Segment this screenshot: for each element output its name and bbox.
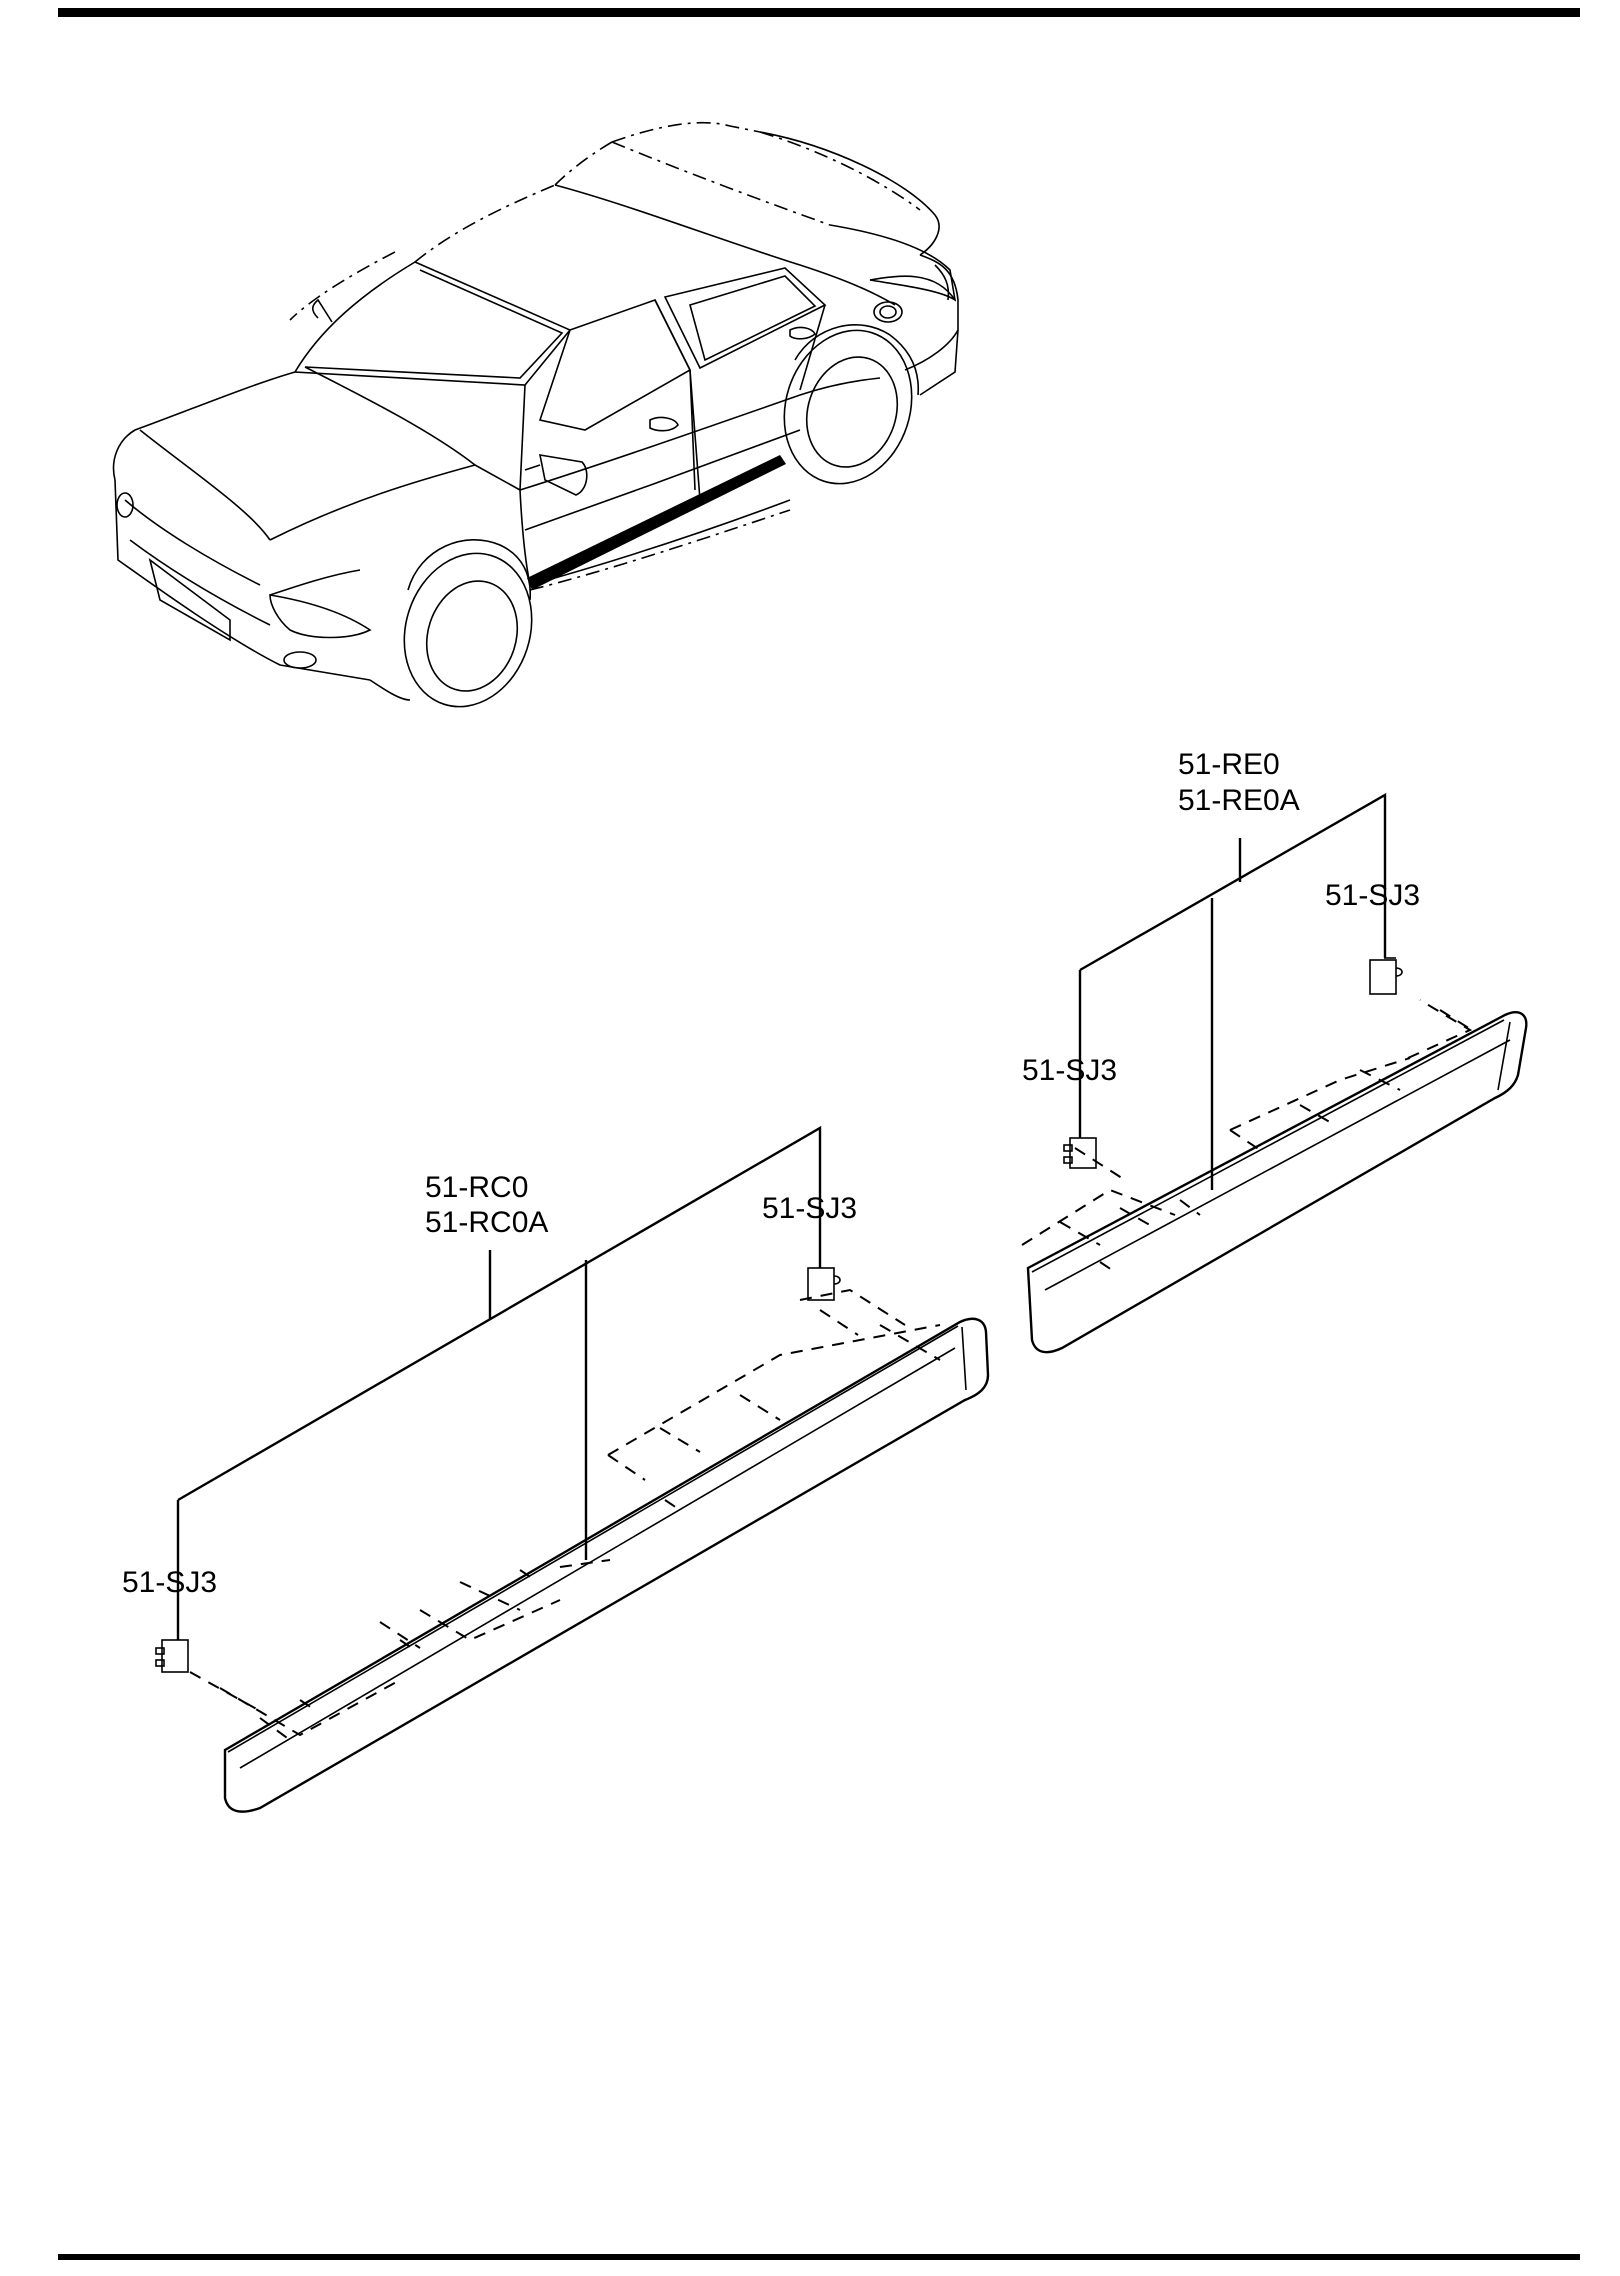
rear-clip-left-icon bbox=[1063, 1137, 1097, 1169]
rear-molding-label: 51-RE0 bbox=[1178, 748, 1280, 781]
rear-door-molding-group bbox=[1021, 792, 1528, 1354]
front-door-molding bbox=[223, 1317, 990, 1813]
car-illustration bbox=[112, 121, 959, 708]
rear-clip-left-label: 51-SJ3 bbox=[1022, 1054, 1117, 1087]
front-molding-alt-label: 51-RC0A bbox=[425, 1206, 548, 1239]
bottom-border-rule bbox=[58, 2254, 1580, 2260]
front-clip-left-icon bbox=[155, 1639, 189, 1673]
top-border-rule bbox=[58, 8, 1580, 17]
rear-door-molding bbox=[1026, 1011, 1528, 1354]
front-clip-left-label: 51-SJ3 bbox=[122, 1566, 217, 1599]
front-door-molding-group bbox=[155, 1125, 990, 1813]
front-molding-label: 51-RC0 bbox=[425, 1171, 528, 1204]
rear-molding-alt-label: 51-RE0A bbox=[1178, 784, 1300, 817]
rear-clip-right-label: 51-SJ3 bbox=[1325, 879, 1420, 912]
rear-clip-right-icon bbox=[1369, 957, 1403, 995]
front-clip-right-label: 51-SJ3 bbox=[762, 1192, 857, 1225]
